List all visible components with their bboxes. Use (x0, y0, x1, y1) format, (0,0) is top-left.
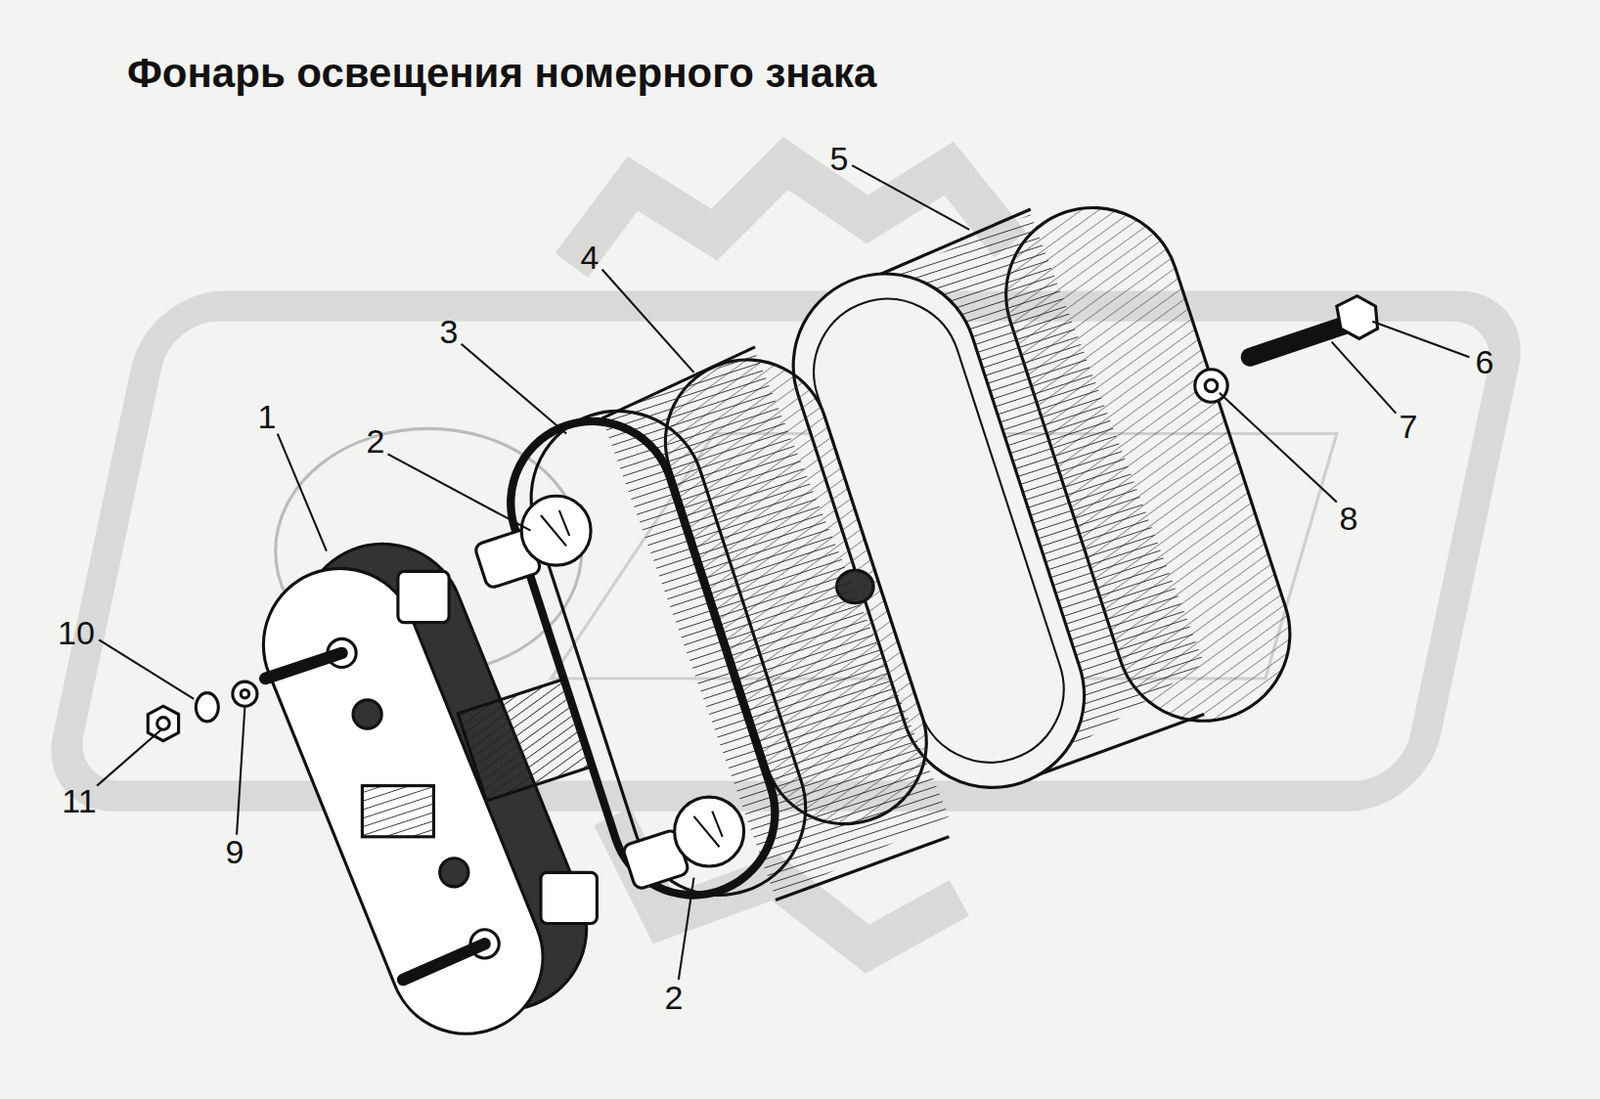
callout-number: 11 (61, 784, 96, 818)
base-plate (240, 519, 612, 1058)
callout-number: 9 (225, 835, 245, 869)
callout-number: 2 (665, 980, 684, 1015)
callout-number: 1 (258, 400, 277, 434)
callout-number: 5 (830, 141, 849, 176)
callout-number: 2 (366, 424, 386, 458)
leader-line (96, 165, 1469, 980)
callout-number: 8 (1339, 501, 1359, 535)
callout-number: 6 (1475, 345, 1495, 379)
watermark (55, 163, 1517, 950)
callout-number: 10 (57, 616, 95, 650)
callout-number: 7 (1399, 409, 1419, 444)
title: Фонарь освещения номерного знака (127, 52, 877, 94)
callout-number: 4 (580, 240, 600, 274)
callout-number: 3 (440, 314, 459, 349)
fasteners (147, 296, 1378, 742)
